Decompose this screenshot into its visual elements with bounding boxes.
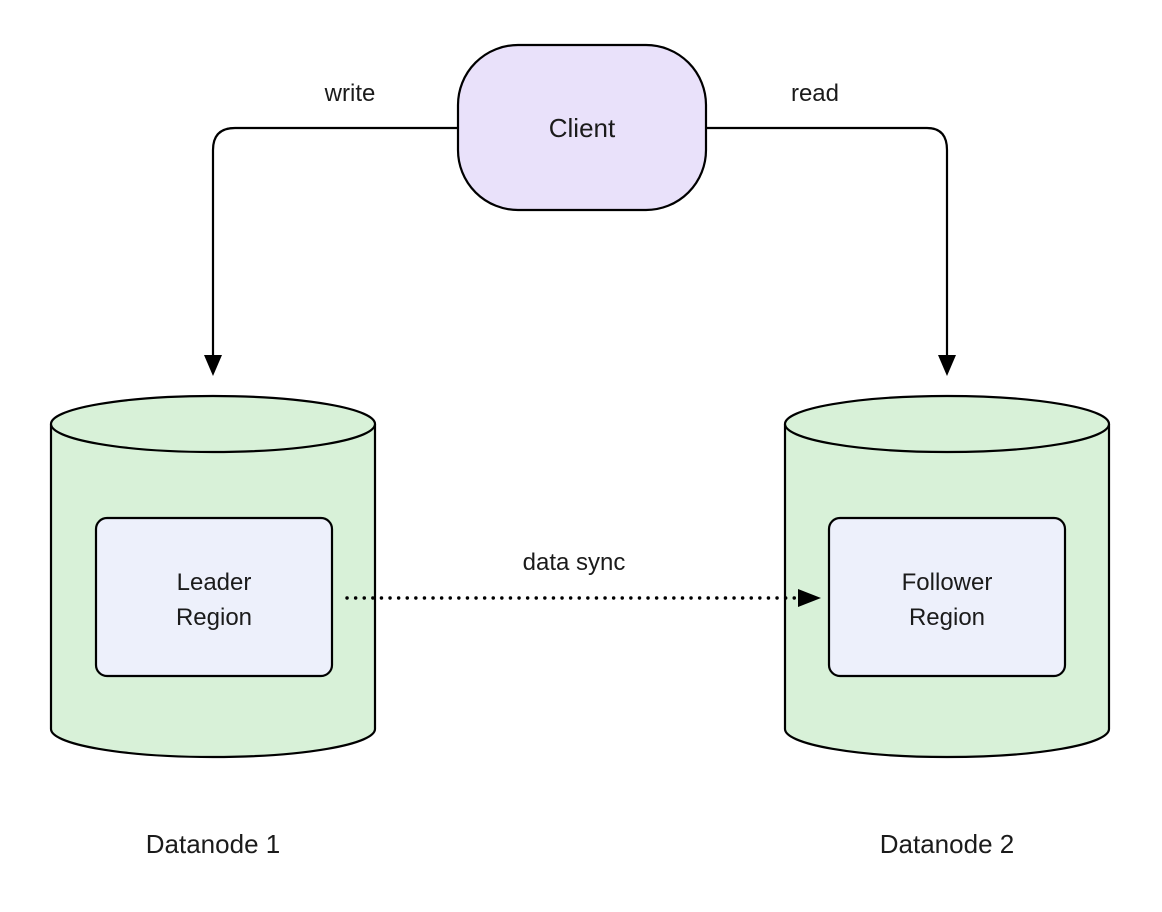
datanode1-cylinder-top <box>49 394 377 454</box>
write-edge <box>211 126 458 358</box>
datanode2-label: Datanode 2 <box>880 829 1014 859</box>
datanode1-label: Datanode 1 <box>146 829 280 859</box>
leader-region-box <box>94 516 334 678</box>
client-node <box>456 43 708 212</box>
read-arrowhead-icon <box>938 355 956 376</box>
write-arrowhead-icon <box>204 355 222 376</box>
leader-region-label-line2: Region <box>176 604 252 631</box>
follower-region-label-line1: Follower <box>902 569 993 596</box>
read-edge-label: read <box>791 80 839 107</box>
write-edge-label: write <box>324 80 376 107</box>
data-sync-arrowhead-icon <box>798 589 821 607</box>
data-sync-label: data sync <box>523 549 626 576</box>
leader-region-label-line1: Leader <box>177 569 252 596</box>
datanode2-cylinder-top <box>783 394 1111 454</box>
follower-region-box <box>827 516 1067 678</box>
follower-region-label-line2: Region <box>909 604 985 631</box>
read-edge <box>706 126 949 358</box>
client-label: Client <box>549 113 616 143</box>
